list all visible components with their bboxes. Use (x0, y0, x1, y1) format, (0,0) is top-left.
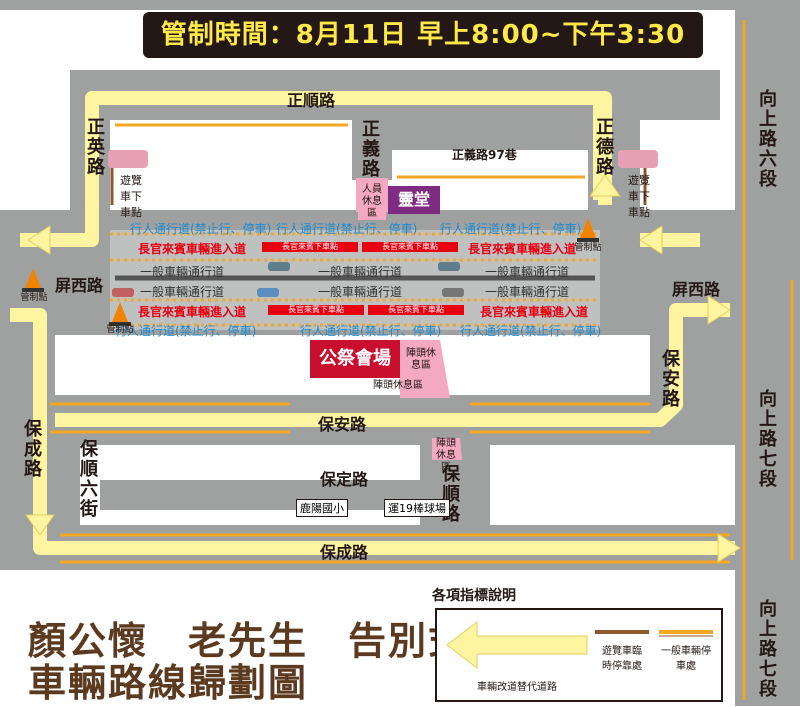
formation-rest-3: 陣頭休息區 (436, 438, 456, 473)
lane-general-4: 一般車輛通行道 (140, 285, 225, 299)
control-time-banner: 管制時間：8月11日 早上8:00~下午3:30 (143, 12, 703, 58)
car-parking-lines (50, 20, 794, 700)
lane-general-5: 一般車輛通行道 (318, 285, 403, 299)
road-label-baoan-h: 保安路 (318, 415, 367, 434)
lane-ped-bottom-2: 行人通行道(禁止行、停車) (300, 324, 442, 338)
control-point-2: 管制點 (106, 325, 134, 335)
dropoff-bottom-1: 長官來賓下車點 (268, 305, 364, 315)
dropoff-top-2: 長官來賓下車點 (362, 242, 458, 252)
road-label-zhengshun: 正順路 (287, 91, 336, 110)
lane-vip-top-1: 長官來賓車輛進入道 (138, 242, 247, 256)
control-point-1: 管制點 (20, 293, 48, 303)
legend-bus-label: 遊覽車臨時停靠處 (602, 646, 642, 672)
lane-general-3: 一般車輛通行道 (485, 265, 570, 279)
bus-dropoff-left: 遊覽車下車點 (120, 174, 142, 219)
road-label-pingxi-left: 屏西路 (55, 276, 104, 295)
formation-rest-2: 陣頭休息區 (373, 380, 423, 391)
lane-vip-top-2: 長官來賓車輛進入道 (468, 242, 577, 256)
lane-vip-bottom-2: 長官來賓車輛進入道 (480, 305, 589, 319)
title-line-2: 車輛路線歸劃圖 (28, 661, 309, 705)
legend-title: 各項指標說明 (432, 588, 516, 604)
road-label-pingxi-right: 屏西路 (672, 280, 721, 299)
lane-ped-top-2: 行人通行道(禁止行、停車) (276, 222, 418, 236)
road-label-baocheng-v: 保成路 (24, 419, 42, 480)
lane-ped-top-3: 行人通行道(禁止行、停車) (440, 222, 582, 236)
staff-rest-area: 人員休息區 (358, 184, 386, 220)
road-label-baoding: 保定路 (320, 470, 369, 489)
legend-box: 車輛改道替代道路 遊覽車臨時停靠處 一般車輛停車處 (435, 608, 723, 702)
ceremony-venue: 公祭會場 (319, 348, 391, 369)
memorial-hall: 靈堂 (397, 190, 430, 209)
lane-ped-top-1: 行人通行道(禁止行、停車) (130, 222, 272, 236)
luyang-school: 鹿陽國小 (296, 499, 348, 517)
road-label-xiangshang7-b: 向上路七段 (759, 599, 777, 700)
legend-detour-label: 車輛改道替代道路 (477, 682, 557, 693)
road-label-zhengying: 正英路 (87, 117, 105, 178)
dropoff-top-1: 長官來賓下車點 (262, 242, 358, 252)
lane-general-6: 一般車輛通行道 (485, 285, 570, 299)
road-label-zhengde: 正德路 (596, 117, 614, 178)
road-label-baocheng-h: 保成路 (320, 543, 369, 562)
road-label-zhengyi97: 正義路97巷 (452, 148, 517, 162)
formation-rest-1: 陣頭休息區 (404, 348, 438, 372)
road-label-zhengyi: 正義路 (362, 119, 380, 180)
road-label-baoan-v: 保安路 (662, 349, 680, 410)
control-point-3: 管制點 (574, 243, 602, 253)
road-label-xiangshang6: 向上路六段 (759, 89, 777, 190)
dropoff-bottom-2: 長官來賓下車點 (368, 305, 464, 315)
detour-routes (10, 91, 735, 555)
lane-vip-bottom-1: 長官來賓車輛進入道 (138, 305, 247, 319)
road-label-baoshun6: 保順六街 (80, 439, 98, 520)
lane-general-2: 一般車輛通行道 (318, 265, 403, 279)
lane-general-1: 一般車輛通行道 (140, 265, 225, 279)
lane-ped-bottom-1: 行人通行道(禁止行、停車) (115, 324, 257, 338)
bus-icon (108, 150, 658, 168)
lane-ped-bottom-3: 行人通行道(禁止行、停車) (460, 324, 602, 338)
detour-arrow-icon (446, 620, 713, 670)
cone-icon (22, 218, 599, 326)
title-line-1: 顏公懷 老先生 告別式 (28, 619, 469, 663)
road-label-xiangshang7-a: 向上路七段 (759, 389, 777, 490)
bus-dropoff-right: 遊覽車下車點 (628, 174, 650, 219)
legend-car-label: 一般車輛停車處 (661, 646, 711, 672)
baseball-field: 運19棒球場 (384, 499, 450, 517)
